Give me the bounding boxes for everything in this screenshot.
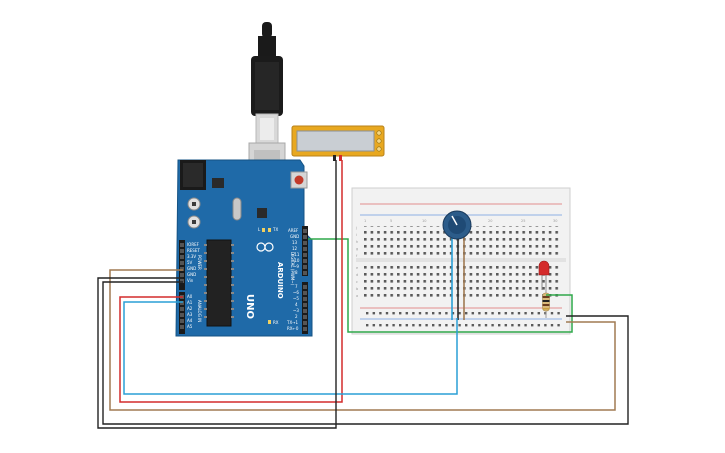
wire-red[interactable] [119,160,343,403]
bb-col-30: 30 [553,219,557,223]
digital-pin-12: 12 [292,246,298,251]
bb-row-b: b [356,287,359,291]
bb-col-5: 5 [390,219,392,223]
power-pin-reset: RESET [187,248,200,253]
analog-header-label: ANALOG IN [197,300,202,322]
wire-black-2[interactable] [102,281,629,425]
digital-pin-5: ~5 [293,296,299,301]
digital-pin-13: 13 [292,240,298,245]
arduino-board[interactable]: ARDUINO UNO L TX RX IOREF RESET 3.3V 5V … [175,159,313,337]
digital-pin-8: 8 [295,270,298,275]
digital-pin-11: ~11 [291,252,300,257]
analog-pin-a0: A0 [187,294,193,299]
bb-row-a: a [356,294,358,298]
bb-col-25: 25 [521,219,525,223]
potentiometer-icon[interactable] [442,210,472,320]
power-pin-gnd-1: GND [187,266,196,271]
led-label-l: L [258,227,261,232]
analog-pin-a4: A4 [187,318,193,323]
bb-col-1: 1 [364,219,366,223]
analog-pin-a2: A2 [187,306,193,311]
lcd-display-icon[interactable] [291,125,385,161]
digital-pin-10: ~10 [291,258,300,263]
bb-row-g: g [356,247,358,251]
bb-row-d: d [356,273,358,277]
bb-col-20: 20 [488,219,492,223]
power-pin-ioref: IOREF [187,242,200,247]
bb-row-f: f [356,254,358,258]
analog-pin-a3: A3 [187,312,193,317]
bb-row-e: e [356,266,358,270]
bb-row-j: j [355,226,357,230]
analog-pin-a5: A5 [187,324,193,329]
power-header-label: POWER [197,255,202,270]
digital-pin-3: ~3 [293,308,299,313]
wire-black-1[interactable] [97,160,337,429]
led-label-rx: RX [273,320,279,325]
power-pin-vin: Vin [187,278,194,283]
digital-pin-2: 2 [295,314,298,319]
resistor-icon[interactable] [542,288,550,318]
bb-row-c: c [356,280,358,284]
power-pin-3v3: 3.3V [187,254,196,259]
arduino-logo-icon [256,242,274,252]
analog-pin-a1: A1 [187,300,193,305]
digital-pin-9: ~9 [293,264,299,269]
bb-col-10: 10 [422,219,426,223]
board-model: UNO [244,294,255,319]
digital-pin-7: 7 [295,284,298,289]
digital-pin-rx0: RX←0 [287,326,299,331]
digital-pin-6: ~6 [293,290,299,295]
digital-pin-aref: AREF [288,228,299,233]
wire-blue[interactable] [123,301,458,395]
power-pin-gnd-2: GND [187,272,196,277]
digital-pin-gnd: GND [290,234,299,239]
wire-brown[interactable] [109,269,616,411]
bb-row-h: h [356,240,358,244]
digital-pin-tx1: TX→1 [286,320,299,325]
led-icon[interactable] [538,260,550,290]
digital-pin-4: 4 [295,302,298,307]
bb-row-i: i [356,233,357,237]
digital-header-label: DIGITAL (PWM~) [290,252,295,286]
power-pin-5v: 5V [187,260,193,265]
board-brand: ARDUINO [276,262,284,299]
led-label-tx: TX [272,227,278,232]
breadboard[interactable]: j i h g f e d c b a 1 5 10 15 20 25 30 [351,187,571,335]
